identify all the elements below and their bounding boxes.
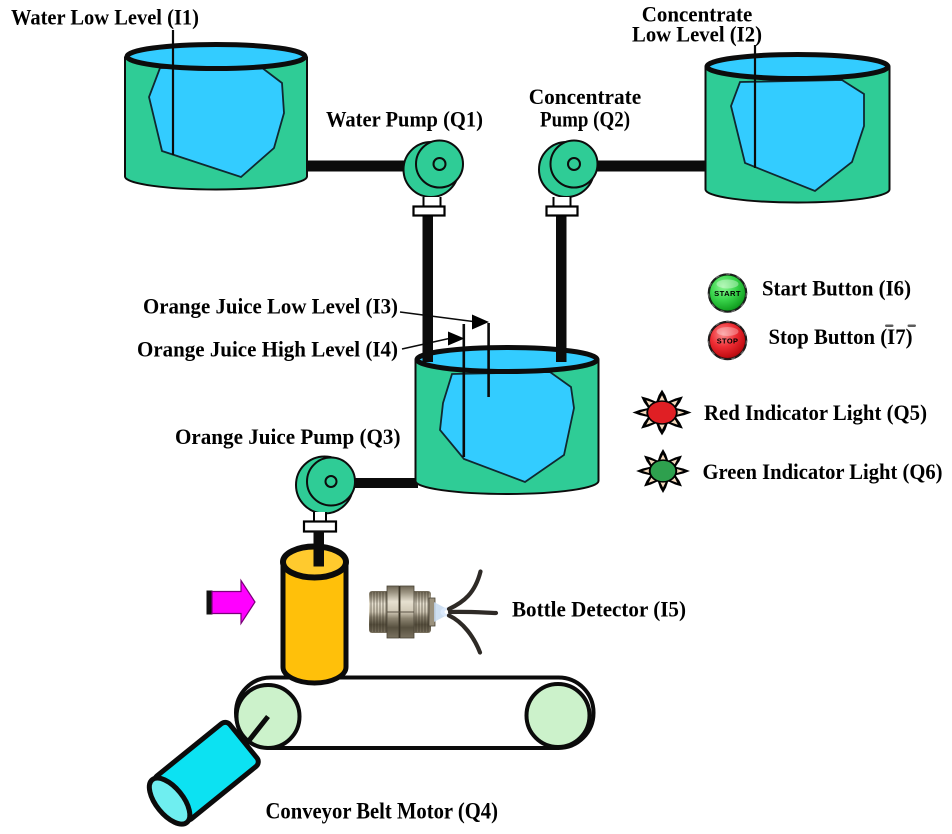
- svg-text:Water Low Level (I1): Water Low Level (I1): [11, 4, 199, 29]
- svg-text:Green Indicator Light (Q6): Green Indicator Light (Q6): [703, 459, 943, 484]
- svg-text:Water Pump (Q1): Water Pump (Q1): [326, 107, 483, 132]
- svg-text:Concentrate: Concentrate: [642, 2, 753, 27]
- svg-text:Stop Button (I7): Stop Button (I7): [769, 324, 913, 349]
- svg-text:Orange Juice Low Level (I3): Orange Juice Low Level (I3): [143, 294, 398, 319]
- svg-text:Red Indicator Light (Q5): Red Indicator Light (Q5): [704, 400, 927, 425]
- svg-text:Concentrate: Concentrate: [529, 84, 642, 109]
- svg-text:Bottle Detector (I5): Bottle Detector (I5): [512, 597, 686, 622]
- svg-text:Pump (Q2): Pump (Q2): [540, 106, 630, 131]
- svg-text:Conveyor Belt Motor (Q4): Conveyor Belt Motor (Q4): [266, 798, 499, 823]
- svg-text:STOP: STOP: [717, 337, 739, 346]
- svg-text:Orange Juice High Level (I4): Orange Juice High Level (I4): [137, 337, 398, 362]
- svg-text:START: START: [714, 289, 741, 298]
- svg-text:Low Level (I2): Low Level (I2): [632, 22, 762, 47]
- svg-text:Orange Juice Pump (Q3): Orange Juice Pump (Q3): [175, 424, 401, 449]
- svg-text:Start Button (I6): Start Button (I6): [762, 276, 911, 301]
